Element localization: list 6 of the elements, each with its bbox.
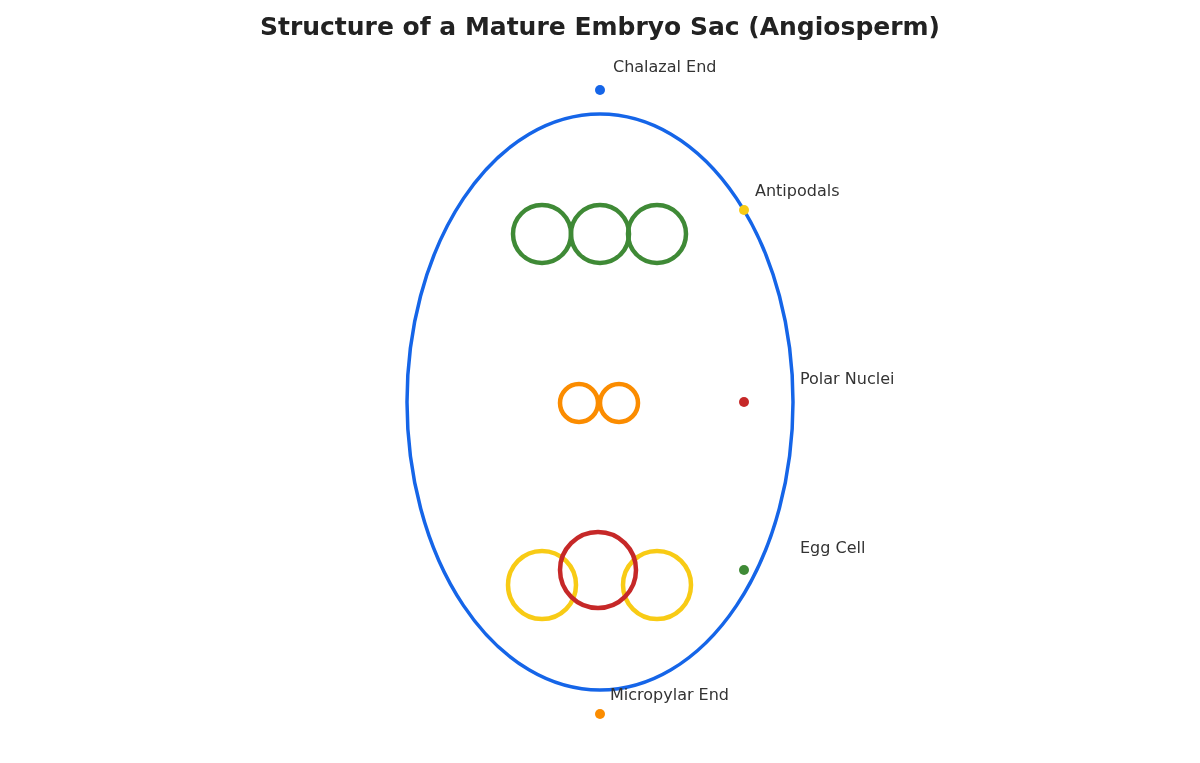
part-label: Polar Nuclei <box>800 369 895 388</box>
part-label: Antipodals <box>755 181 840 200</box>
part-label: Chalazal End <box>613 57 717 76</box>
part-label: Egg Cell <box>800 538 866 557</box>
title: Structure of a Mature Embryo Sac (Angiosperm) <box>258 12 942 41</box>
part-label: Micropylar End <box>610 685 729 704</box>
